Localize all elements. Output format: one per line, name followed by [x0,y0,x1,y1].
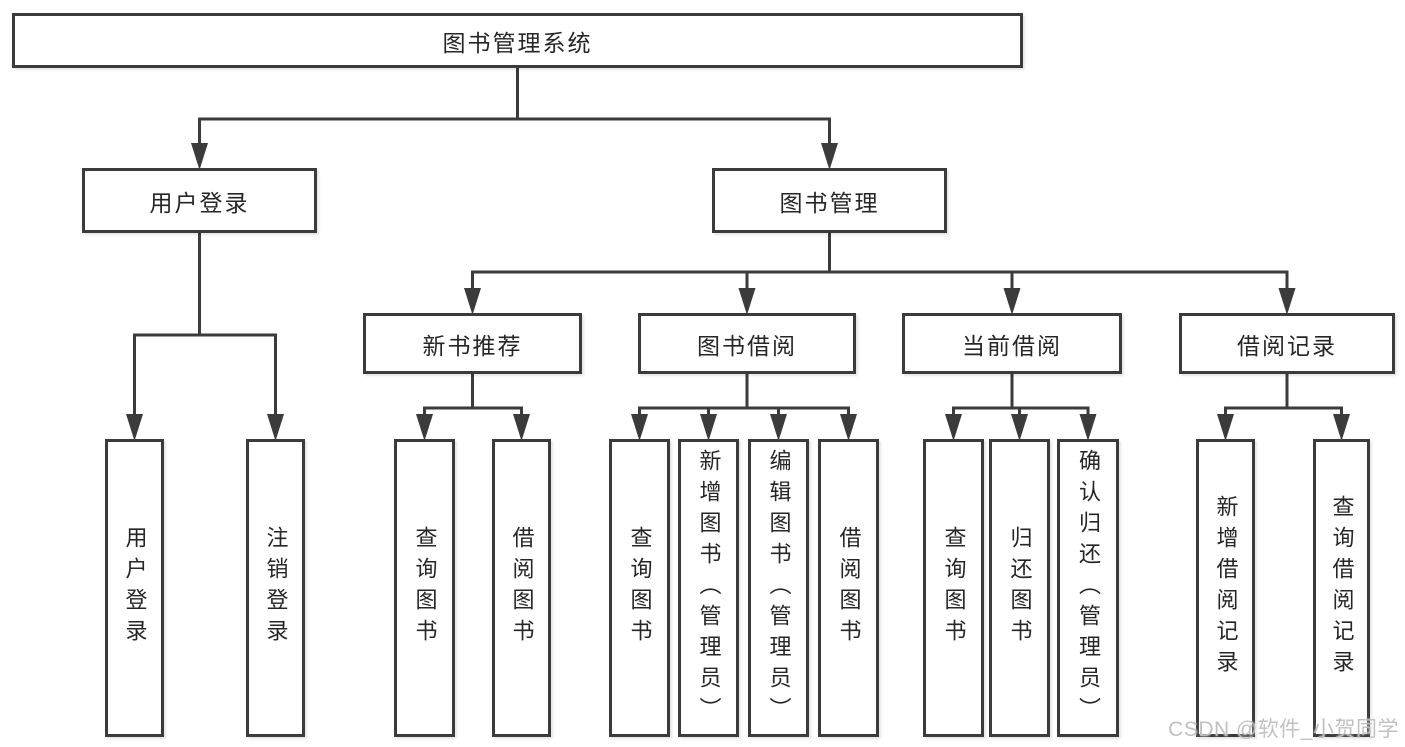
arrowhead-down-icon [1003,288,1021,315]
node-label: 图书管理 [779,189,880,216]
node-leaf-confirm-return-admin: 确认归还（管理员） [1057,439,1119,737]
node-borrowing-records: 借阅记录 [1179,313,1395,374]
arrowhead-down-icon [267,414,284,441]
arrowhead-down-icon [945,414,962,441]
node-label: 编辑图书（管理员） [766,448,792,728]
node-leaf-add-books-admin: 新增图书（管理员） [678,439,739,737]
node-leaf-query-books: 查询图书 [394,439,455,737]
node-label: 借阅图书 [509,526,535,650]
node-label: 当前借阅 [962,332,1062,359]
node-leaf-edit-books-admin: 编辑图书（管理员） [748,439,809,737]
arrowhead-down-icon [770,414,787,441]
node-label: 归还图书 [1007,526,1033,650]
node-book-borrowing: 图书借阅 [638,313,856,374]
node-label: 新增图书（管理员） [696,448,722,728]
node-leaf-query-books: 查询图书 [609,439,670,737]
arrowhead-down-icon [191,143,208,170]
node-label: 图书管理系统 [442,29,593,56]
node-book-management: 图书管理 [712,168,947,233]
node-current-borrowing: 当前借阅 [902,313,1122,374]
arrowhead-down-icon [513,414,530,441]
arrowhead-down-icon [1079,414,1097,441]
arrowhead-down-icon [416,414,433,441]
node-label: 注销登录 [263,526,289,650]
node-leaf-borrow-books: 借阅图书 [492,439,551,737]
node-user-login: 用户登录 [82,168,317,233]
node-label: 查询图书 [941,526,967,650]
node-label: 新书推荐 [422,332,523,359]
node-label: 查询图书 [627,526,653,650]
node-new-book-recommendation: 新书推荐 [363,313,582,374]
arrowhead-down-icon [1278,288,1296,315]
node-label: 借阅图书 [836,526,862,650]
arrowhead-down-icon [631,414,648,441]
arrowhead-down-icon [464,288,481,315]
node-label: 新增借阅记录 [1213,495,1239,681]
arrowhead-down-icon [840,414,857,441]
arrowhead-down-icon [821,143,838,170]
arrowhead-down-icon [700,414,717,441]
node-label: 用户登录 [122,526,148,650]
node-label: 确认归还（管理员） [1076,448,1101,728]
arrowhead-down-icon [738,288,756,315]
node-leaf-add-borrow-record: 新增借阅记录 [1196,439,1255,737]
node-leaf-user-login: 用户登录 [105,439,164,737]
node-label: 图书借阅 [697,332,797,359]
node-leaf-logout: 注销登录 [246,439,305,737]
node-leaf-return-books: 归还图书 [989,439,1050,737]
node-label: 借阅记录 [1237,332,1337,359]
node-library-management-system: 图书管理系统 [12,13,1023,68]
arrowhead-down-icon [126,414,143,441]
node-leaf-query-borrow-record: 查询借阅记录 [1313,439,1370,737]
arrowhead-down-icon [1011,414,1028,441]
node-leaf-borrow-books: 借阅图书 [818,439,879,737]
arrowhead-down-icon [1333,414,1350,441]
node-leaf-query-books: 查询图书 [923,439,984,737]
node-label: 查询借阅记录 [1329,495,1355,681]
node-label: 查询图书 [412,526,438,650]
node-label: 用户登录 [149,189,250,216]
arrowhead-down-icon [1217,414,1234,441]
